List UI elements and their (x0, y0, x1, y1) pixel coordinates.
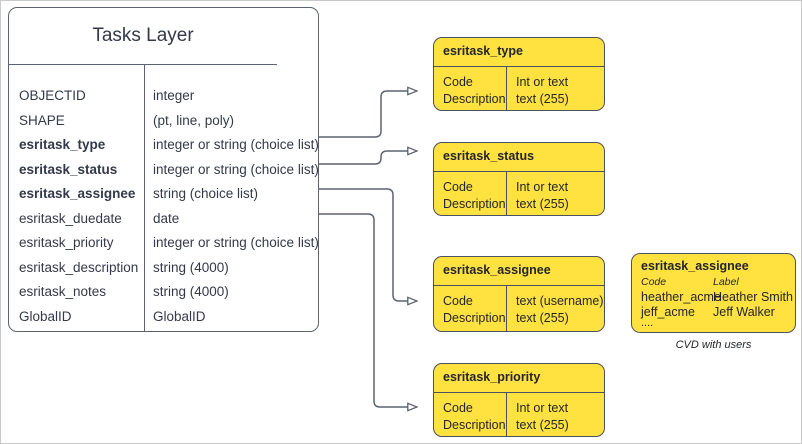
field-name: GlobalID (19, 308, 72, 324)
table-row: esritask_assignee string (choice list) (9, 186, 318, 211)
table-row: esritask_duedate date (9, 211, 318, 236)
domain-right-line: Int or text (516, 75, 569, 89)
domain-left-line: Code (443, 180, 473, 194)
domain-left-column: Code Description (443, 400, 506, 434)
domain-left-column: Code Description (443, 179, 506, 213)
domain-left-column: Code Description (443, 293, 506, 327)
cvd-sample-box[interactable]: esritask_assignee Code Label heather_acm… (631, 253, 796, 333)
field-type: date (153, 210, 180, 226)
table-row: esritask_description string (4000) (9, 260, 318, 285)
domain-right-line: text (255) (516, 197, 569, 211)
domain-left-line: Description (443, 311, 506, 325)
domain-left-line: Description (443, 92, 506, 106)
cvd-header-code: Code (641, 276, 667, 288)
table-row: GlobalID GlobalID (9, 309, 318, 334)
connector-assignee (319, 188, 417, 301)
field-name: esritask_status (19, 161, 118, 177)
field-name: esritask_assignee (19, 186, 136, 201)
field-name: esritask_description (19, 259, 139, 275)
table-row: esritask_type integer or string (choice l… (9, 137, 319, 162)
field-type: integer or string (choice list) (153, 235, 319, 250)
field-type: GlobalID (153, 308, 206, 324)
field-type: string (choice list) (153, 186, 259, 201)
domain-right-column: Int or text text (255) (516, 74, 569, 108)
domain-left-line: Code (443, 401, 473, 415)
cvd-caption: CVD with users (675, 339, 752, 351)
domain-title: esritask_priority (443, 370, 541, 384)
field-type: integer or string (choice list) (153, 137, 319, 152)
domain-left-line: Description (443, 418, 506, 432)
field-type: string (4000) (153, 259, 229, 275)
field-type: integer (153, 88, 195, 103)
table-row: esritask_priority integer or string (choi… (9, 235, 319, 260)
field-name: SHAPE (19, 112, 65, 128)
cvd-row-label: Heather Smith (713, 290, 793, 304)
field-name: esritask_notes (19, 284, 107, 299)
domain-right-column: text (username) text (255) (516, 293, 604, 327)
cvd-row-code: heather_acme (641, 290, 721, 304)
page-title: Tasks Layer (92, 25, 194, 46)
connector-status (319, 151, 417, 165)
table-row: esritask_status integer or string (choice… (9, 161, 319, 187)
domain-right-column: Int or text text (255) (516, 179, 569, 213)
field-name: OBJECTID (19, 88, 86, 103)
cvd-row-code: .... (641, 317, 654, 329)
domain-title-divider (434, 171, 604, 172)
cvd-row-code: jeff_acme (641, 305, 695, 319)
domain-right-column: Int or text text (255) (516, 400, 569, 434)
domain-right-line: Int or text (516, 401, 569, 415)
domain-right-line: text (255) (516, 418, 569, 432)
domain-title: esritask_status (443, 149, 535, 163)
domain-title-divider (434, 392, 604, 393)
domain-right-line: text (username) (516, 294, 604, 308)
domain-title-divider (434, 285, 604, 286)
domain-left-column: Code Description (443, 74, 506, 108)
domain-box-esritask-type[interactable]: esritask_type Code Description Int or te… (433, 37, 605, 111)
domain-right-line: text (255) (516, 311, 569, 325)
domain-title: esritask_type (443, 44, 523, 58)
domain-right-line: Int or text (516, 180, 569, 194)
domain-column-divider (506, 286, 507, 331)
table-row: SHAPE (pt, line, poly) (9, 113, 318, 138)
field-type: string (4000) (153, 284, 229, 299)
field-name: esritask_type (19, 137, 106, 152)
domain-column-divider (506, 172, 507, 215)
domain-left-line: Code (443, 75, 473, 89)
domain-left-line: Code (443, 294, 473, 308)
domain-left-line: Description (443, 197, 506, 211)
domain-box-esritask-assignee[interactable]: esritask_assignee Code Description text … (433, 256, 605, 332)
field-name: esritask_duedate (19, 210, 122, 226)
entity-title-divider (9, 64, 277, 65)
table-row: esritask_notes string (4000) (9, 284, 318, 309)
domain-right-line: text (255) (516, 92, 569, 106)
domain-title-divider (434, 66, 604, 67)
domain-box-esritask-priority[interactable]: esritask_priority Code Description Int o… (433, 363, 605, 437)
connector-type (319, 91, 417, 138)
domain-column-divider (506, 67, 507, 110)
domain-title: esritask_assignee (443, 263, 551, 277)
cvd-header-label: Label (713, 276, 739, 288)
field-type: integer or string (choice list) (153, 161, 319, 177)
field-type: (pt, line, poly) (153, 112, 235, 128)
connector-priority (319, 213, 417, 407)
domain-column-divider (506, 393, 507, 436)
cvd-row-label: Jeff Walker (713, 305, 775, 319)
field-name: esritask_priority (19, 235, 114, 250)
cvd-title: esritask_assignee (641, 259, 749, 273)
entity-column-divider (144, 65, 145, 332)
table-row: OBJECTID integer (9, 88, 318, 113)
domain-box-esritask-status[interactable]: esritask_status Code Description Int or … (433, 142, 605, 216)
